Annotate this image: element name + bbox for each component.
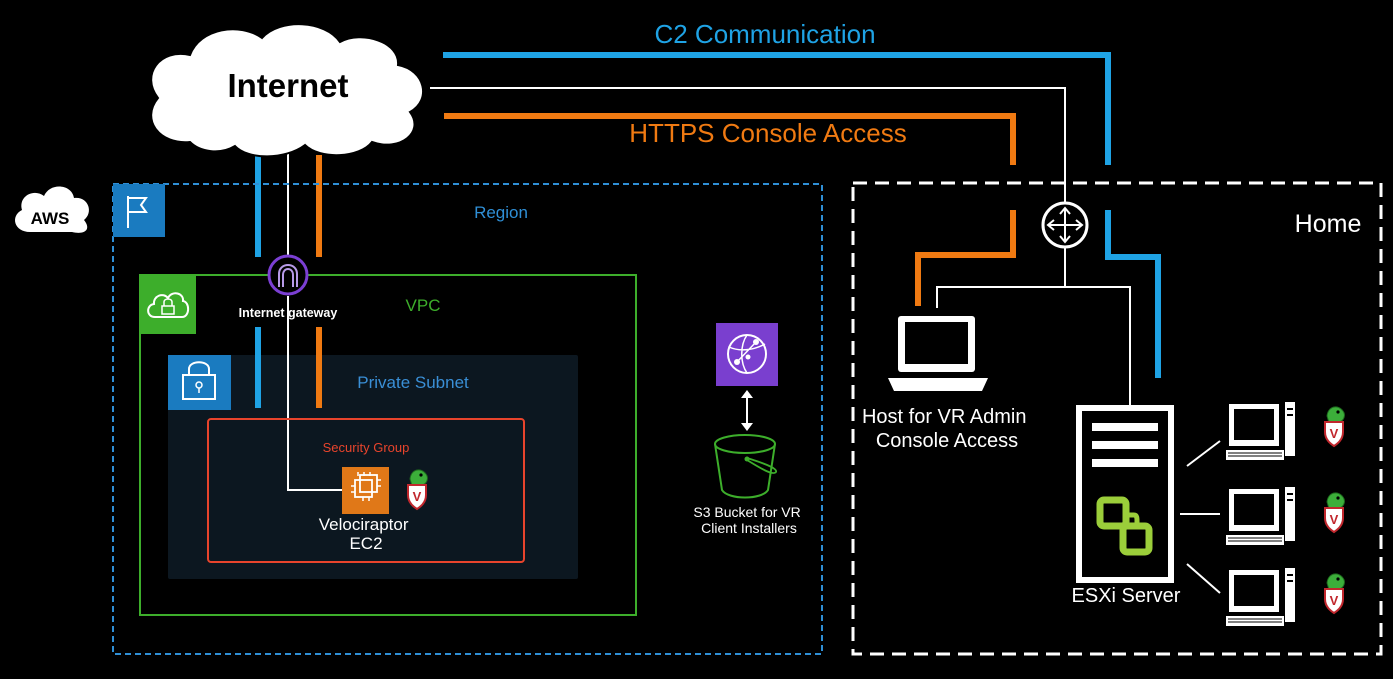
- security-group-boundary: [207, 418, 525, 563]
- ec2-chip-icon: [342, 467, 389, 514]
- home-label: Home: [1295, 210, 1362, 238]
- https-link-internet-home: [444, 113, 1016, 165]
- esxi-label: ESXi Server: [1072, 585, 1181, 607]
- velociraptor-mascot-icon: [1324, 491, 1346, 533]
- internet-gateway-label: Internet gateway: [239, 306, 338, 320]
- client-computer-3: [1225, 567, 1346, 627]
- aws-logo-icon: AWS: [15, 186, 89, 233]
- cloud-icon: [150, 23, 425, 158]
- desktop-computer-icon: [1225, 567, 1296, 627]
- client-computer-1: [1225, 401, 1346, 461]
- https-link-router-host: [915, 210, 1016, 306]
- desktop-computer-icon: [1225, 486, 1296, 546]
- https-console-access-label: HTTPS Console Access: [629, 118, 906, 148]
- internet-label: Internet: [227, 67, 348, 104]
- c2-link-router-esxi: [1105, 210, 1161, 378]
- c2-communication-label: C2 Communication: [654, 19, 875, 49]
- ec2-label: Velociraptor EC2: [319, 515, 414, 553]
- link-router-lan: [936, 245, 1131, 405]
- security-group-label: Security Group: [323, 440, 410, 455]
- host-label-line2: Console Access: [876, 430, 1018, 452]
- uplink-internet-router: [430, 87, 1066, 205]
- s3-label: S3 Bucket for VR Client Installers: [693, 504, 804, 536]
- c2-link-internet-home: [443, 52, 1111, 165]
- s3-bucket-icon: [714, 434, 777, 499]
- client-computer-2: [1225, 486, 1346, 546]
- desktop-computer-icon: [1225, 401, 1296, 461]
- padlock-icon: [168, 355, 231, 410]
- velociraptor-mascot-icon: [1324, 572, 1346, 614]
- region-label: Region: [474, 203, 528, 222]
- s3-cloudfront-connector: [741, 390, 753, 431]
- s3-label-line1: S3 Bucket for VR: [693, 504, 800, 520]
- link-esxi-clients: [1180, 440, 1221, 594]
- velociraptor-mascot-icon: [1324, 405, 1346, 447]
- vmware-logo-icon: [1096, 496, 1153, 556]
- router-icon: [1041, 201, 1089, 249]
- home-boundary: [851, 181, 1383, 656]
- aws-label: AWS: [31, 209, 70, 228]
- region-boundary: [112, 183, 823, 655]
- host-label: Host for VR Admin Console Access: [862, 406, 1032, 452]
- region-flag-icon: [113, 184, 165, 237]
- ec2-label-line1: Velociraptor: [319, 515, 409, 534]
- vpc-cloud-lock-icon: [140, 275, 196, 334]
- link-gateway-ec2: [287, 296, 342, 491]
- vpc-boundary: [139, 274, 637, 616]
- host-label-line1: Host for VR Admin: [862, 406, 1027, 428]
- laptop-icon: [888, 316, 988, 391]
- cloudfront-icon: [716, 323, 778, 386]
- internet-gateway-icon: [267, 254, 309, 296]
- velociraptor-mascot-icon: [407, 468, 429, 510]
- s3-label-line2: Client Installers: [701, 520, 797, 536]
- ec2-label-line2: EC2: [349, 534, 382, 553]
- server-rack-icon: [1076, 405, 1174, 583]
- vpc-label: VPC: [406, 296, 441, 315]
- private-subnet-label: Private Subnet: [357, 373, 469, 392]
